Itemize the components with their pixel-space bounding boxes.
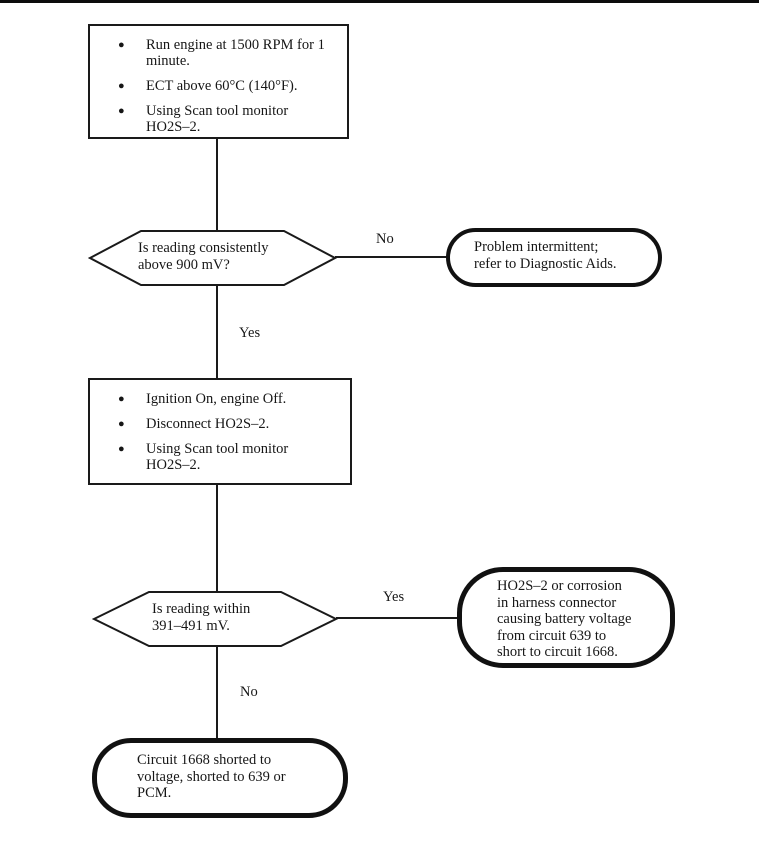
connector-line — [336, 617, 458, 619]
connector-line — [216, 647, 218, 739]
connector-line — [216, 484, 218, 591]
edge-label-yes: Yes — [383, 589, 405, 605]
terminal-line: from circuit 639 to — [497, 627, 607, 644]
list-item: ● Ignition On, engine Off. — [118, 391, 346, 407]
terminal-line: HO2S–2 or corrosion — [497, 578, 622, 594]
decision-line: Is reading consistently — [138, 240, 269, 256]
decision-line: above 900 mV? — [138, 256, 230, 273]
decision-line: 391–491 mV. — [152, 617, 230, 634]
terminal-line: voltage, shorted to 639 or — [137, 768, 286, 785]
terminal-line: Problem intermittent; — [474, 239, 599, 255]
bullet-icon: ● — [118, 418, 125, 430]
list-item-text: Ignition On, engine Off. — [146, 391, 287, 407]
list-item: ● ECT above 60°C (140°F). — [118, 78, 343, 94]
page-top-rule — [0, 0, 759, 3]
list-item: ● Using Scan tool monitor HO2S–2. — [118, 103, 343, 135]
edge-label-no: No — [240, 684, 258, 700]
terminal-line: causing battery voltage — [497, 611, 632, 627]
list-item: ● Disconnect HO2S–2. — [118, 416, 346, 432]
connector-line — [216, 139, 218, 230]
bullet-icon: ● — [118, 39, 125, 51]
process-box-ignition-test: ● Ignition On, engine Off. ● Disconnect … — [88, 378, 352, 485]
terminal-line: PCM. — [137, 785, 172, 801]
bullet-icon: ● — [118, 80, 125, 92]
list-item-text: Disconnect HO2S–2. — [146, 416, 270, 432]
decision-hexagon — [92, 591, 338, 647]
list-item: ● Run engine at 1500 RPM for 1 minute. — [118, 37, 343, 69]
bullet-icon: ● — [118, 443, 125, 455]
bullet-icon: ● — [118, 393, 125, 405]
list-item-text: Using Scan tool monitor HO2S–2. — [146, 103, 289, 135]
terminal-circuit-shorted: Circuit 1668 shorted to voltage, shorted… — [92, 738, 348, 818]
connector-line — [216, 286, 218, 379]
decision-text: Is reading within 391–491 mV. — [152, 601, 250, 634]
terminal-problem-intermittent: Problem intermittent; refer to Diagnosti… — [446, 228, 662, 287]
bullet-icon: ● — [118, 105, 125, 117]
edge-label-no: No — [376, 231, 394, 247]
connector-line — [335, 256, 447, 258]
process-box-test-conditions: ● Run engine at 1500 RPM for 1 minute. ●… — [88, 24, 349, 139]
edge-label-yes: Yes — [239, 325, 261, 341]
decision-hexagon — [88, 230, 337, 286]
terminal-line: Circuit 1668 shorted to — [137, 752, 272, 768]
terminal-line: short to circuit 1668. — [497, 644, 618, 660]
list-item-text: Run engine at 1500 RPM for 1 minute. — [146, 37, 325, 69]
terminal-line: in harness connector — [497, 594, 617, 611]
list-item-text: Using Scan tool monitor HO2S–2. — [146, 441, 289, 473]
decision-text: Is reading consistently above 900 mV? — [138, 240, 268, 273]
terminal-line: refer to Diagnostic Aids. — [474, 255, 617, 272]
decision-line: Is reading within — [152, 601, 251, 617]
list-item: ● Using Scan tool monitor HO2S–2. — [118, 441, 346, 473]
list-item-text: ECT above 60°C (140°F). — [146, 78, 298, 94]
terminal-harness-short: HO2S–2 or corrosion in harness connector… — [457, 567, 675, 668]
